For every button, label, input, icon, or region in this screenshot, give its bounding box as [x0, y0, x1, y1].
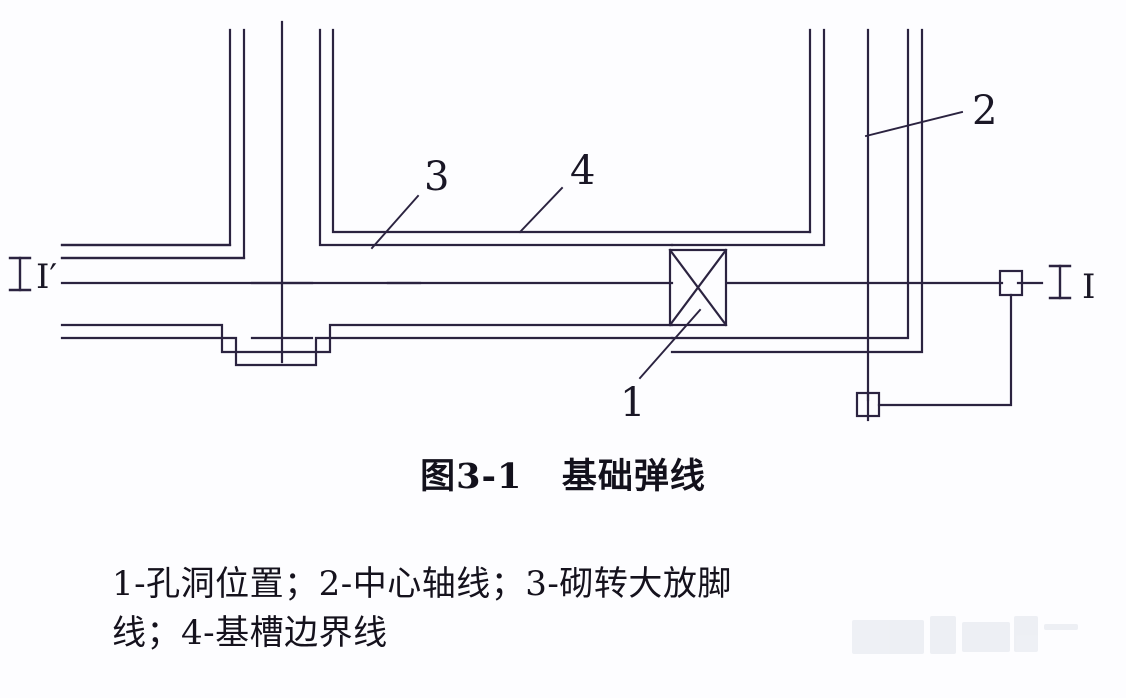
- right-vertical-c: [670, 28, 924, 354]
- right-vertical-b: [670, 28, 910, 340]
- section-label-right: I: [1082, 267, 1095, 307]
- figure-legend: 1-孔洞位置；2-中心轴线；3-砌转大放脚 线；4-基槽边界线: [112, 560, 1012, 659]
- leader-line-1: [638, 308, 702, 380]
- callout-label-1: 1: [620, 380, 645, 426]
- callout-label-4: 4: [570, 148, 595, 194]
- legend-line-1: 1-孔洞位置；2-中心轴线；3-砌转大放脚: [112, 564, 732, 604]
- watermark-block-4: [1014, 616, 1038, 652]
- leader-line-4: [518, 186, 564, 234]
- callout-label-3: 3: [424, 154, 449, 200]
- wall-line-left-vertical-inner: [331, 28, 812, 234]
- opening-cross-b: [668, 248, 728, 327]
- figure-caption: 图3-1 基础弹线: [420, 456, 706, 497]
- lower-edge-inner-with-notch: [60, 336, 674, 367]
- watermark-block-5: [1044, 624, 1078, 630]
- section-label-left: I′: [36, 257, 57, 297]
- lower-edge-outer-with-notch: [60, 323, 674, 354]
- callout-label-2: 2: [972, 88, 997, 134]
- legend-line-2: 线；4-基槽边界线: [112, 613, 388, 654]
- foundation-layout-drawing: 3 4 1 2 I′ I: [8, 20, 1095, 426]
- trench-outer-right-inner: [670, 28, 826, 247]
- wall-line-left-vertical: [318, 28, 674, 247]
- trench-outer-left: [60, 28, 232, 247]
- opening-box: [668, 248, 728, 327]
- trench-outer-left-inner: [60, 28, 246, 260]
- leader-line-3: [370, 194, 420, 250]
- leader-line-2: [864, 110, 964, 138]
- section-marker-connector: [877, 293, 1013, 407]
